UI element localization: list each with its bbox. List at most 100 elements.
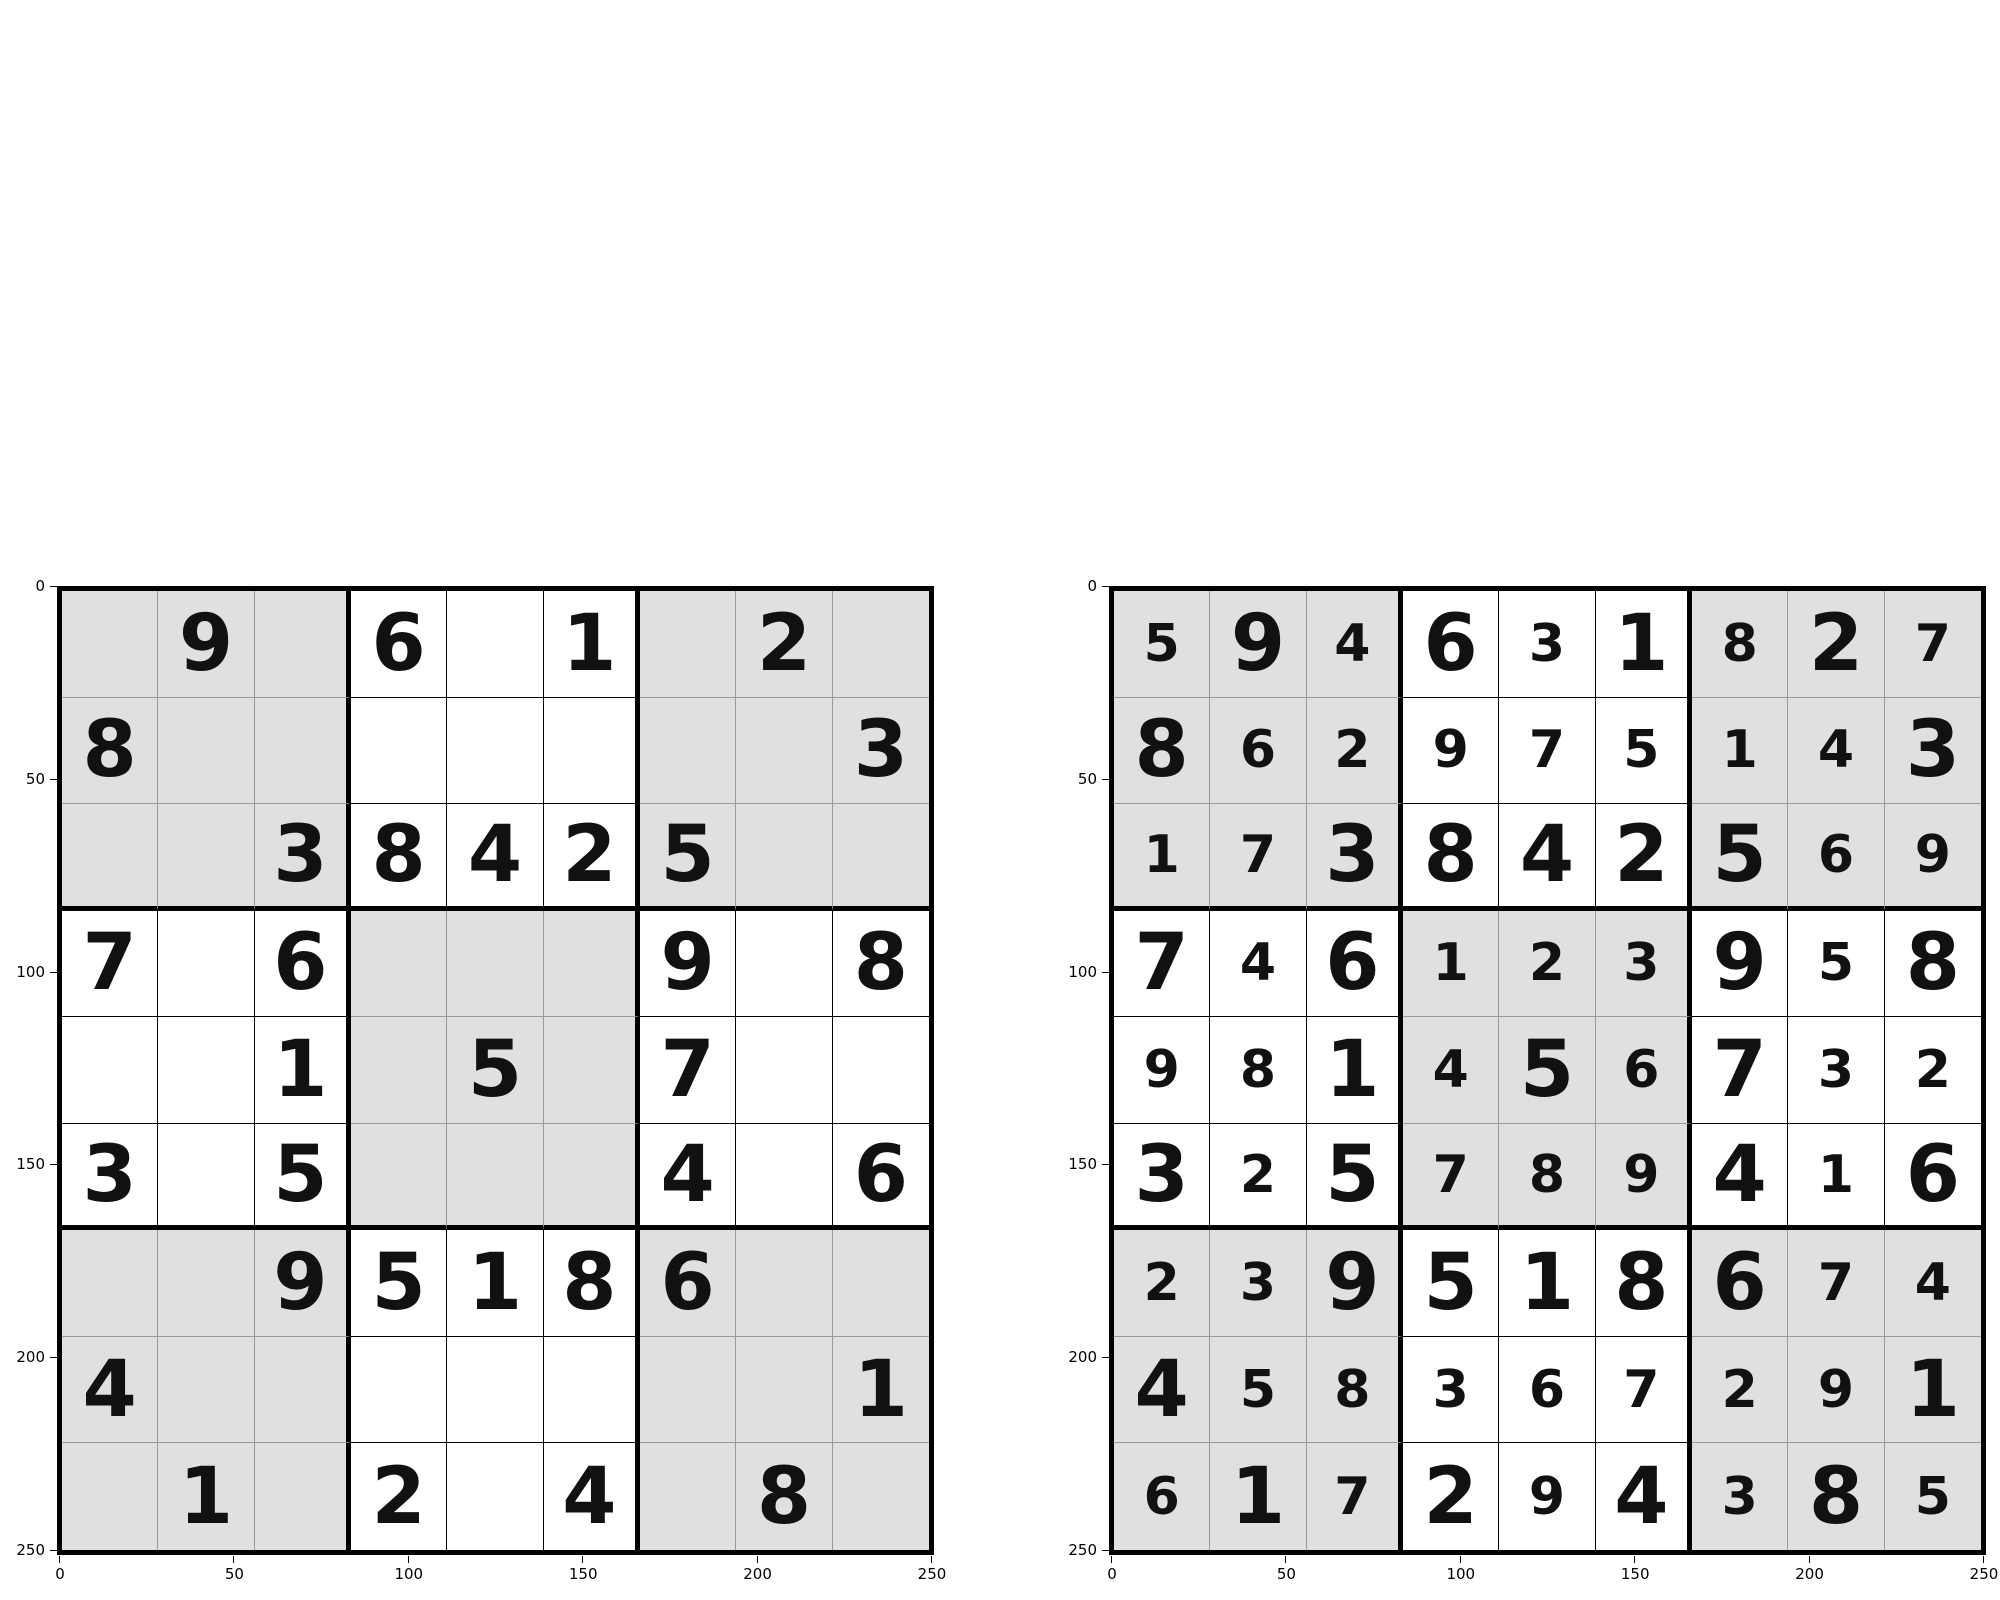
puzzle-cell-r4c6	[543, 910, 640, 1018]
solution-x-tick: 50	[1266, 1556, 1306, 1583]
solution-y-tick: 0	[1057, 577, 1109, 595]
puzzle-cell-r6c1: 3	[62, 1123, 159, 1231]
solution-cell-r1c6: 1	[1595, 591, 1692, 698]
solution-cell-r3c9: 9	[1884, 804, 1981, 911]
solution-cell-r6c3: 5	[1306, 1123, 1403, 1231]
puzzle-cell-r2c5	[447, 697, 544, 805]
solution-cell-r8c8: 9	[1788, 1336, 1885, 1444]
puzzle-cell-r3c2	[158, 804, 255, 911]
puzzle-cell-r9c9	[832, 1443, 929, 1550]
puzzle-cell-r7c5: 1	[447, 1230, 544, 1337]
solution-cell-r1c9: 7	[1884, 591, 1981, 698]
puzzle-cell-r6c7: 4	[640, 1123, 737, 1231]
puzzle-cell-r8c1: 4	[62, 1336, 159, 1444]
puzzle-cell-r1c9	[832, 591, 929, 698]
solution-cell-r8c7: 2	[1692, 1336, 1789, 1444]
puzzle-cell-r1c5	[447, 591, 544, 698]
puzzle-cell-r6c3: 5	[254, 1123, 351, 1231]
solution-x-tick: 250	[1964, 1556, 2000, 1583]
solution-cell-r3c3: 3	[1306, 804, 1403, 911]
puzzle-y-tick: 50	[5, 770, 57, 788]
puzzle-cell-r6c6	[543, 1123, 640, 1231]
solution-cell-r7c3: 9	[1306, 1230, 1403, 1337]
puzzle-cell-r3c1	[62, 804, 159, 911]
solution-cell-r9c6: 4	[1595, 1443, 1692, 1550]
solution-cell-r6c1: 3	[1114, 1123, 1211, 1231]
solution-cell-r2c5: 7	[1499, 697, 1596, 805]
puzzle-cell-r5c9	[832, 1017, 929, 1124]
solution-cell-r6c6: 9	[1595, 1123, 1692, 1231]
puzzle-cell-r5c5: 5	[447, 1017, 544, 1124]
puzzle-cell-r2c6	[543, 697, 640, 805]
solution-cell-r3c8: 6	[1788, 804, 1885, 911]
solution-cell-r5c9: 2	[1884, 1017, 1981, 1124]
puzzle-cell-r9c7	[640, 1443, 737, 1550]
solution-cell-r6c9: 6	[1884, 1123, 1981, 1231]
puzzle-cell-r8c5	[447, 1336, 544, 1444]
puzzle-cell-r3c8	[736, 804, 833, 911]
solution-y-tick: 150	[1057, 1155, 1109, 1173]
puzzle-cell-r7c7: 6	[640, 1230, 737, 1337]
solution-cell-r5c6: 6	[1595, 1017, 1692, 1124]
puzzle-y-tick: 200	[5, 1348, 57, 1366]
solution-cell-r6c8: 1	[1788, 1123, 1885, 1231]
solution-cell-r8c2: 5	[1210, 1336, 1307, 1444]
puzzle-cell-r5c3: 1	[254, 1017, 351, 1124]
puzzle-x-tick: 0	[40, 1556, 80, 1583]
puzzle-cell-r1c1	[62, 591, 159, 698]
puzzle-cell-r6c9: 6	[832, 1123, 929, 1231]
puzzle-cell-r7c9	[832, 1230, 929, 1337]
solution-cell-r8c5: 6	[1499, 1336, 1596, 1444]
solution-x-tick: 150	[1615, 1556, 1655, 1583]
puzzle-cell-r2c9: 3	[832, 697, 929, 805]
solution-cell-r5c3: 1	[1306, 1017, 1403, 1124]
solution-cell-r8c9: 1	[1884, 1336, 1981, 1444]
puzzle-cell-r5c4	[351, 1017, 448, 1124]
puzzle-cell-r2c8	[736, 697, 833, 805]
solution-cell-r1c3: 4	[1306, 591, 1403, 698]
puzzle-cell-r7c4: 5	[351, 1230, 448, 1337]
solution-cell-r5c2: 8	[1210, 1017, 1307, 1124]
solution-cell-r8c6: 7	[1595, 1336, 1692, 1444]
puzzle-cell-r9c3	[254, 1443, 351, 1550]
solution-cell-r7c5: 1	[1499, 1230, 1596, 1337]
solution-y-tick: 100	[1057, 963, 1109, 981]
solution-cell-r9c8: 8	[1788, 1443, 1885, 1550]
solution-cell-r3c1: 1	[1114, 804, 1211, 911]
solution-cell-r2c7: 1	[1692, 697, 1789, 805]
solution-cell-r2c3: 2	[1306, 697, 1403, 805]
solution-cell-r7c8: 7	[1788, 1230, 1885, 1337]
solution-cell-r7c9: 4	[1884, 1230, 1981, 1337]
puzzle-cell-r9c4: 2	[351, 1443, 448, 1550]
puzzle-cell-r8c2	[158, 1336, 255, 1444]
puzzle-x-tick: 200	[738, 1556, 778, 1583]
solution-cell-r9c5: 9	[1499, 1443, 1596, 1550]
solution-cell-r3c6: 2	[1595, 804, 1692, 911]
puzzle-cell-r4c4	[351, 910, 448, 1018]
puzzle-cell-r4c3: 6	[254, 910, 351, 1018]
solution-cell-r1c7: 8	[1692, 591, 1789, 698]
puzzle-cell-r1c4: 6	[351, 591, 448, 698]
puzzle-x-tick: 50	[214, 1556, 254, 1583]
solution-cell-r2c6: 5	[1595, 697, 1692, 805]
solution-cell-r8c3: 8	[1306, 1336, 1403, 1444]
solution-cell-r1c2: 9	[1210, 591, 1307, 698]
solution-cell-r6c5: 8	[1499, 1123, 1596, 1231]
puzzle-cell-r7c8	[736, 1230, 833, 1337]
solution-cell-r5c8: 3	[1788, 1017, 1885, 1124]
solution-cell-r4c4: 1	[1403, 910, 1500, 1018]
solution-x-tick: 0	[1092, 1556, 1132, 1583]
puzzle-cell-r3c4: 8	[351, 804, 448, 911]
solution-cell-r3c2: 7	[1210, 804, 1307, 911]
puzzle-cell-r2c1: 8	[62, 697, 159, 805]
solution-cell-r6c4: 7	[1403, 1123, 1500, 1231]
solution-cell-r4c3: 6	[1306, 910, 1403, 1018]
puzzle-cell-r4c9: 8	[832, 910, 929, 1018]
puzzle-cell-r2c3	[254, 697, 351, 805]
solution-cell-r2c8: 4	[1788, 697, 1885, 805]
puzzle-cell-r8c4	[351, 1336, 448, 1444]
solution-cell-r8c4: 3	[1403, 1336, 1500, 1444]
